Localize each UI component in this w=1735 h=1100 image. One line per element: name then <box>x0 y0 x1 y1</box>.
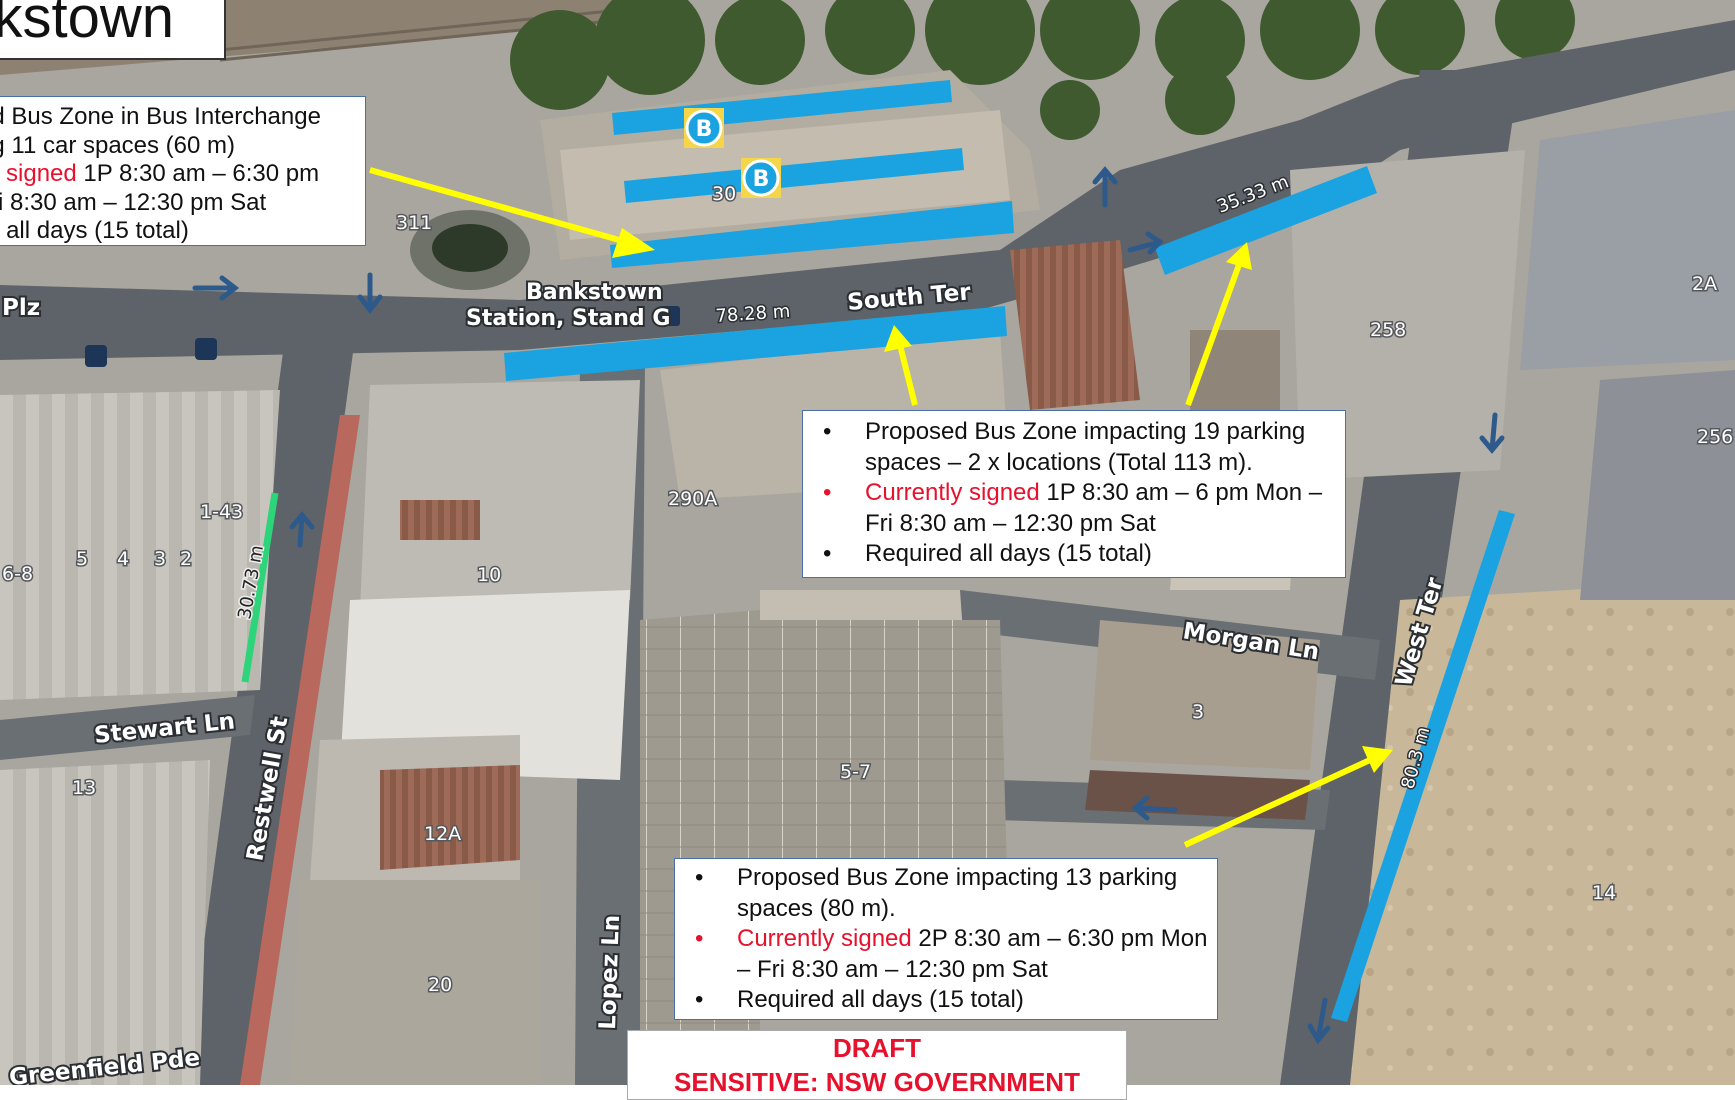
lot-3: 3 <box>154 548 166 570</box>
sensitivity-label: SENSITIVE: NSW GOVERNMENT <box>674 1067 1080 1097</box>
label-plz: Plz <box>2 295 40 321</box>
label-lopez-ln: Lopez Ln <box>595 914 625 1030</box>
label-stand-line2: Station, Stand G <box>466 306 670 331</box>
callout-interchange-line5: Required all days (15 total) <box>0 217 189 243</box>
lot-6-8: 6-8 <box>2 563 33 585</box>
lot-258: 258 <box>1370 319 1406 341</box>
callout-south-ter: Proposed Bus Zone impacting 19 parking s… <box>802 410 1346 578</box>
bus-stop-letter-1: B <box>696 117 713 142</box>
callout-south-ter-item2: Currently signed 1P 8:30 am – 6 pm Mon –… <box>803 478 1345 539</box>
lot-2a: 2A <box>1692 273 1717 295</box>
lot-4: 4 <box>117 548 129 570</box>
callout-south-ter-item3: Required all days (15 total) <box>803 539 1345 570</box>
callout-west-ter-item2-rest: 2P 8:30 am – 6:30 pm Mon – Fri 8:30 am –… <box>737 925 1208 983</box>
callout-interchange-line3: Currently signed 1P 8:30 am – 6:30 pm <box>0 160 362 189</box>
lot-290a: 290A <box>668 488 717 510</box>
lot-12a: 12A <box>424 823 461 845</box>
lot-3b: 3 <box>1192 701 1204 723</box>
label-stand-line1: Bankstown <box>526 280 663 305</box>
callout-interchange-line1: Proposed Bus Zone in Bus Interchange <box>0 103 321 130</box>
lot-1-43: 1-43 <box>200 501 243 523</box>
callout-west-ter-item2: Currently signed 2P 8:30 am – 6:30 pm Mo… <box>675 924 1217 985</box>
callout-west-ter-item3: Required all days (15 total) <box>675 985 1217 1016</box>
callout-interchange-line2: impacting 11 car spaces (60 m) <box>0 131 236 159</box>
page-title: Bankstown <box>0 0 174 50</box>
callout-south-ter-item2-rest: 1P 8:30 am – 6 pm Mon – Fri 8:30 am – 12… <box>865 479 1323 537</box>
lot-13: 13 <box>72 777 96 799</box>
lot-256: 256 <box>1697 426 1733 448</box>
lot-10: 10 <box>477 564 501 586</box>
lot-5-7: 5-7 <box>840 761 871 783</box>
draft-banner: DRAFT SENSITIVE: NSW GOVERNMENT <box>627 1030 1127 1100</box>
lot-311: 311 <box>396 212 432 234</box>
lot-2: 2 <box>180 548 192 570</box>
callout-interchange-line4: Mon – Fri 8:30 am – 12:30 pm Sat <box>0 188 267 216</box>
callout-interchange-line3-rest: 1P 8:30 am – 6:30 pm <box>76 160 320 187</box>
callout-interchange-text: Proposed Bus Zone in Bus Interchange imp… <box>0 103 362 243</box>
callout-west-ter: Proposed Bus Zone impacting 13 parking s… <box>674 858 1218 1020</box>
callout-west-ter-item1: Proposed Bus Zone impacting 13 parking s… <box>675 863 1217 924</box>
bus-stop-letter-2: B <box>753 167 770 192</box>
lot-14: 14 <box>1592 882 1616 904</box>
draft-label: DRAFT <box>832 1033 922 1063</box>
lot-30: 30 <box>712 183 736 205</box>
callout-west-ter-red: Currently signed <box>737 925 912 952</box>
lot-5: 5 <box>76 548 88 570</box>
callout-interchange-red: Currently signed <box>0 160 77 187</box>
page-title-box: Bankstown <box>0 0 226 60</box>
callout-south-ter-item1: Proposed Bus Zone impacting 19 parking s… <box>803 417 1345 478</box>
callout-south-ter-red: Currently signed <box>865 479 1040 506</box>
callout-interchange <box>0 96 366 246</box>
lot-20: 20 <box>428 974 452 996</box>
